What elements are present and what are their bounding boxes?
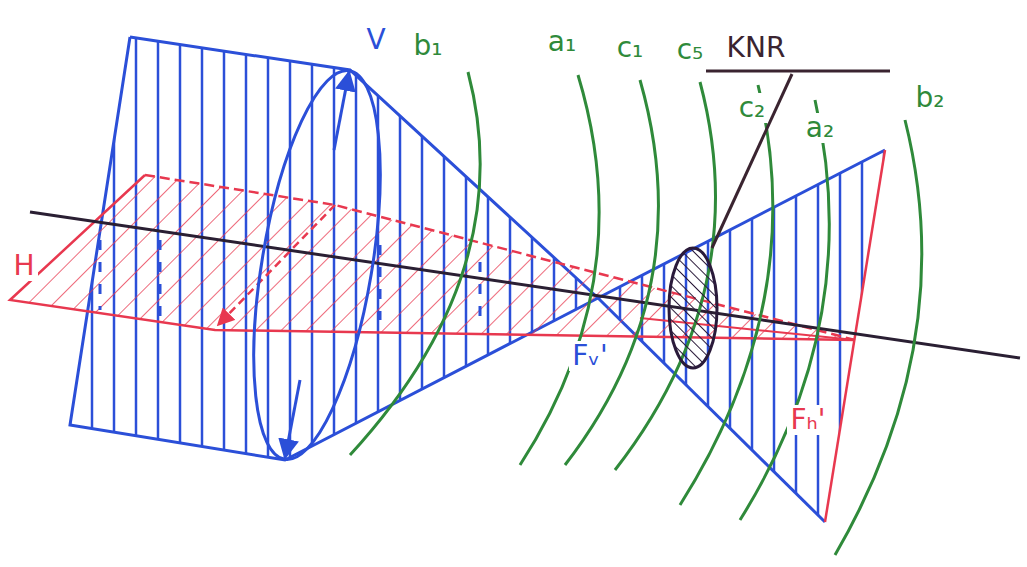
leader-line (712, 74, 792, 248)
label-underline (706, 70, 890, 73)
wavefront-label: c₅ (674, 35, 707, 66)
plane-label: V (363, 25, 388, 56)
callout-label: KNR (724, 33, 789, 64)
plane-label: H (10, 251, 37, 282)
wavefront-label: a₂ (803, 113, 837, 144)
lens (230, 62, 403, 469)
wavefront-label: c₁ (614, 33, 647, 64)
horizontal-beam (10, 150, 885, 522)
focus-label: Fₕ' (787, 405, 828, 436)
wavefront-arc (350, 72, 922, 555)
wavefront-label: c₂ (736, 93, 769, 124)
optical-axis (30, 212, 1020, 358)
wavefront-label: b₂ (913, 83, 948, 114)
least-confusion-disc (669, 248, 717, 368)
wavefront-label: a₁ (545, 27, 579, 58)
wavefront-label: b₁ (411, 31, 446, 62)
focus-label: Fᵥ' (569, 341, 610, 372)
ray-traces (100, 240, 480, 320)
